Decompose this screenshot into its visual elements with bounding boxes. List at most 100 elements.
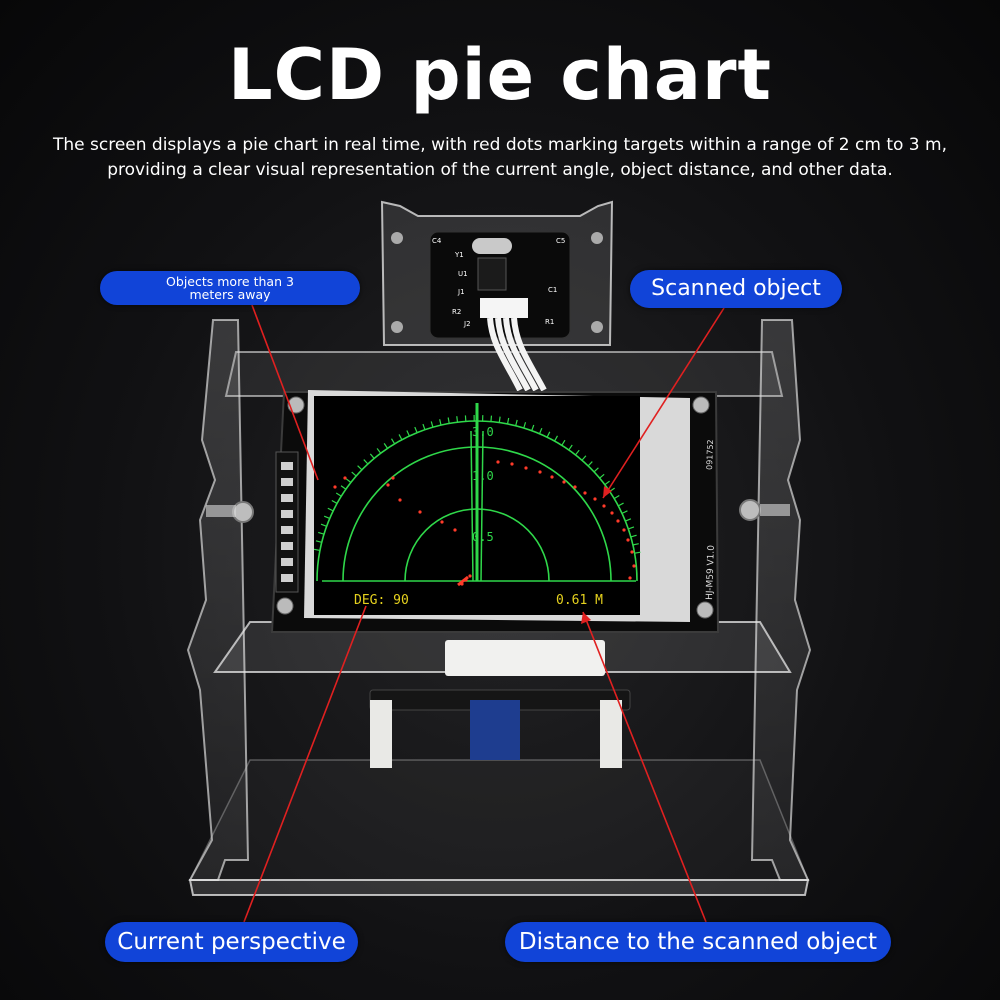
scale-tick [515,419,518,426]
scale-tick [506,417,510,425]
callout-pointer-far [251,304,319,481]
target-dot [632,564,636,568]
target-dot [628,576,632,580]
arrowhead-distance [581,612,591,624]
scale-tick [587,461,593,467]
sensor-module: C4 Y1 C5 U1 J1 C1 J2 R2 R1 [380,200,614,392]
scale-tick [625,518,632,522]
target-dot [343,476,347,480]
target-dot [573,485,577,489]
target-dot [538,470,542,474]
scale-tick [369,453,375,459]
scale-tick [632,543,639,546]
callout-pointer-distance [582,611,707,923]
scale-tick [335,492,342,497]
scale-tick [634,551,641,554]
target-dot [593,497,597,501]
target-dot [562,480,566,484]
scale-tick [531,424,535,431]
scale-tick [599,473,605,479]
arrowhead-scanned [603,486,612,498]
target-dot [440,520,444,524]
pcb-label: R1 [545,318,554,326]
scale-tick [345,478,352,483]
scale-tick [363,459,369,465]
scale-tick [406,430,410,437]
callout-pointer-perspective [243,605,367,923]
scale-tick [538,427,543,434]
target-dot [468,574,472,578]
ring-label-3m: 3.0 [472,425,494,439]
scale-tick [422,423,426,430]
target-dot [391,476,395,480]
scale-tick [456,416,459,423]
scale-tick [414,426,418,433]
target-dot [622,528,626,532]
pcb-label: Y1 [454,251,464,259]
pcb-label: J1 [457,288,465,296]
scale-tick [439,419,442,426]
callout-far-objects: Objects more than 3 meters away [100,271,360,305]
pcb-label: C4 [432,237,442,245]
page-description: The screen displays a pie chart in real … [52,135,947,180]
scale-tick [398,434,403,441]
scale-tick [351,471,357,477]
scale-tick [376,448,382,454]
acrylic-stand [186,319,812,896]
scale-tick [357,465,363,471]
scale-tick [554,435,559,442]
radar-display [313,403,641,587]
pcb-label: HJ-M59 V1.0 [705,545,717,600]
callout-current-perspective: Current perspective [105,922,358,962]
target-dot [510,462,514,466]
target-dot [602,504,606,508]
pcb-label: 091752 [705,439,715,470]
scale-tick [630,534,637,538]
target-dot [418,510,422,514]
target-dot [496,460,500,464]
scale-tick [320,523,327,527]
scale-tick [490,415,493,422]
scale-tick [621,510,628,514]
scale-tick [323,515,330,520]
distance-readout: 0.61 M [556,593,603,608]
callout-scanned-object: Scanned object [630,270,842,308]
scale-tick [390,438,396,445]
target-dot [610,511,614,515]
target-dot [398,498,402,502]
current-target-marker [457,575,469,587]
callout-pointer-scanned [602,307,725,499]
scale-tick [617,502,624,507]
target-dot [616,519,620,523]
scale-tick [313,548,321,552]
ring-label-half-m: 0.5 [472,530,494,544]
page-headline: LCD pie chart [228,34,772,116]
scale-tick [327,507,334,512]
scale-tick [561,439,566,446]
target-dot [583,491,587,495]
target-dot [524,466,528,470]
pcb-label: U1 [458,270,468,278]
angle-readout: DEG: 90 [354,593,409,608]
target-dot [550,475,554,479]
scale-tick [613,494,620,500]
scale-tick [430,421,434,428]
scale-tick [546,431,551,438]
target-dot [453,528,457,532]
pcb-label: J2 [463,320,471,328]
scale-tick [498,416,501,423]
sweep-trail [480,430,484,582]
scale-tick [340,485,347,490]
target-dot [626,538,630,542]
scale-tick [575,449,580,456]
scale-tick [568,444,573,451]
pcb-label: C5 [556,237,565,245]
pcb-label: C1 [548,286,557,294]
scale-tick [331,499,338,504]
sweep-trail [470,430,474,582]
callout-far-objects-line1: Objects more than 3 [166,274,294,289]
pcb-label: R2 [452,308,461,316]
scale-tick [628,526,635,530]
scale-tick [318,531,325,535]
